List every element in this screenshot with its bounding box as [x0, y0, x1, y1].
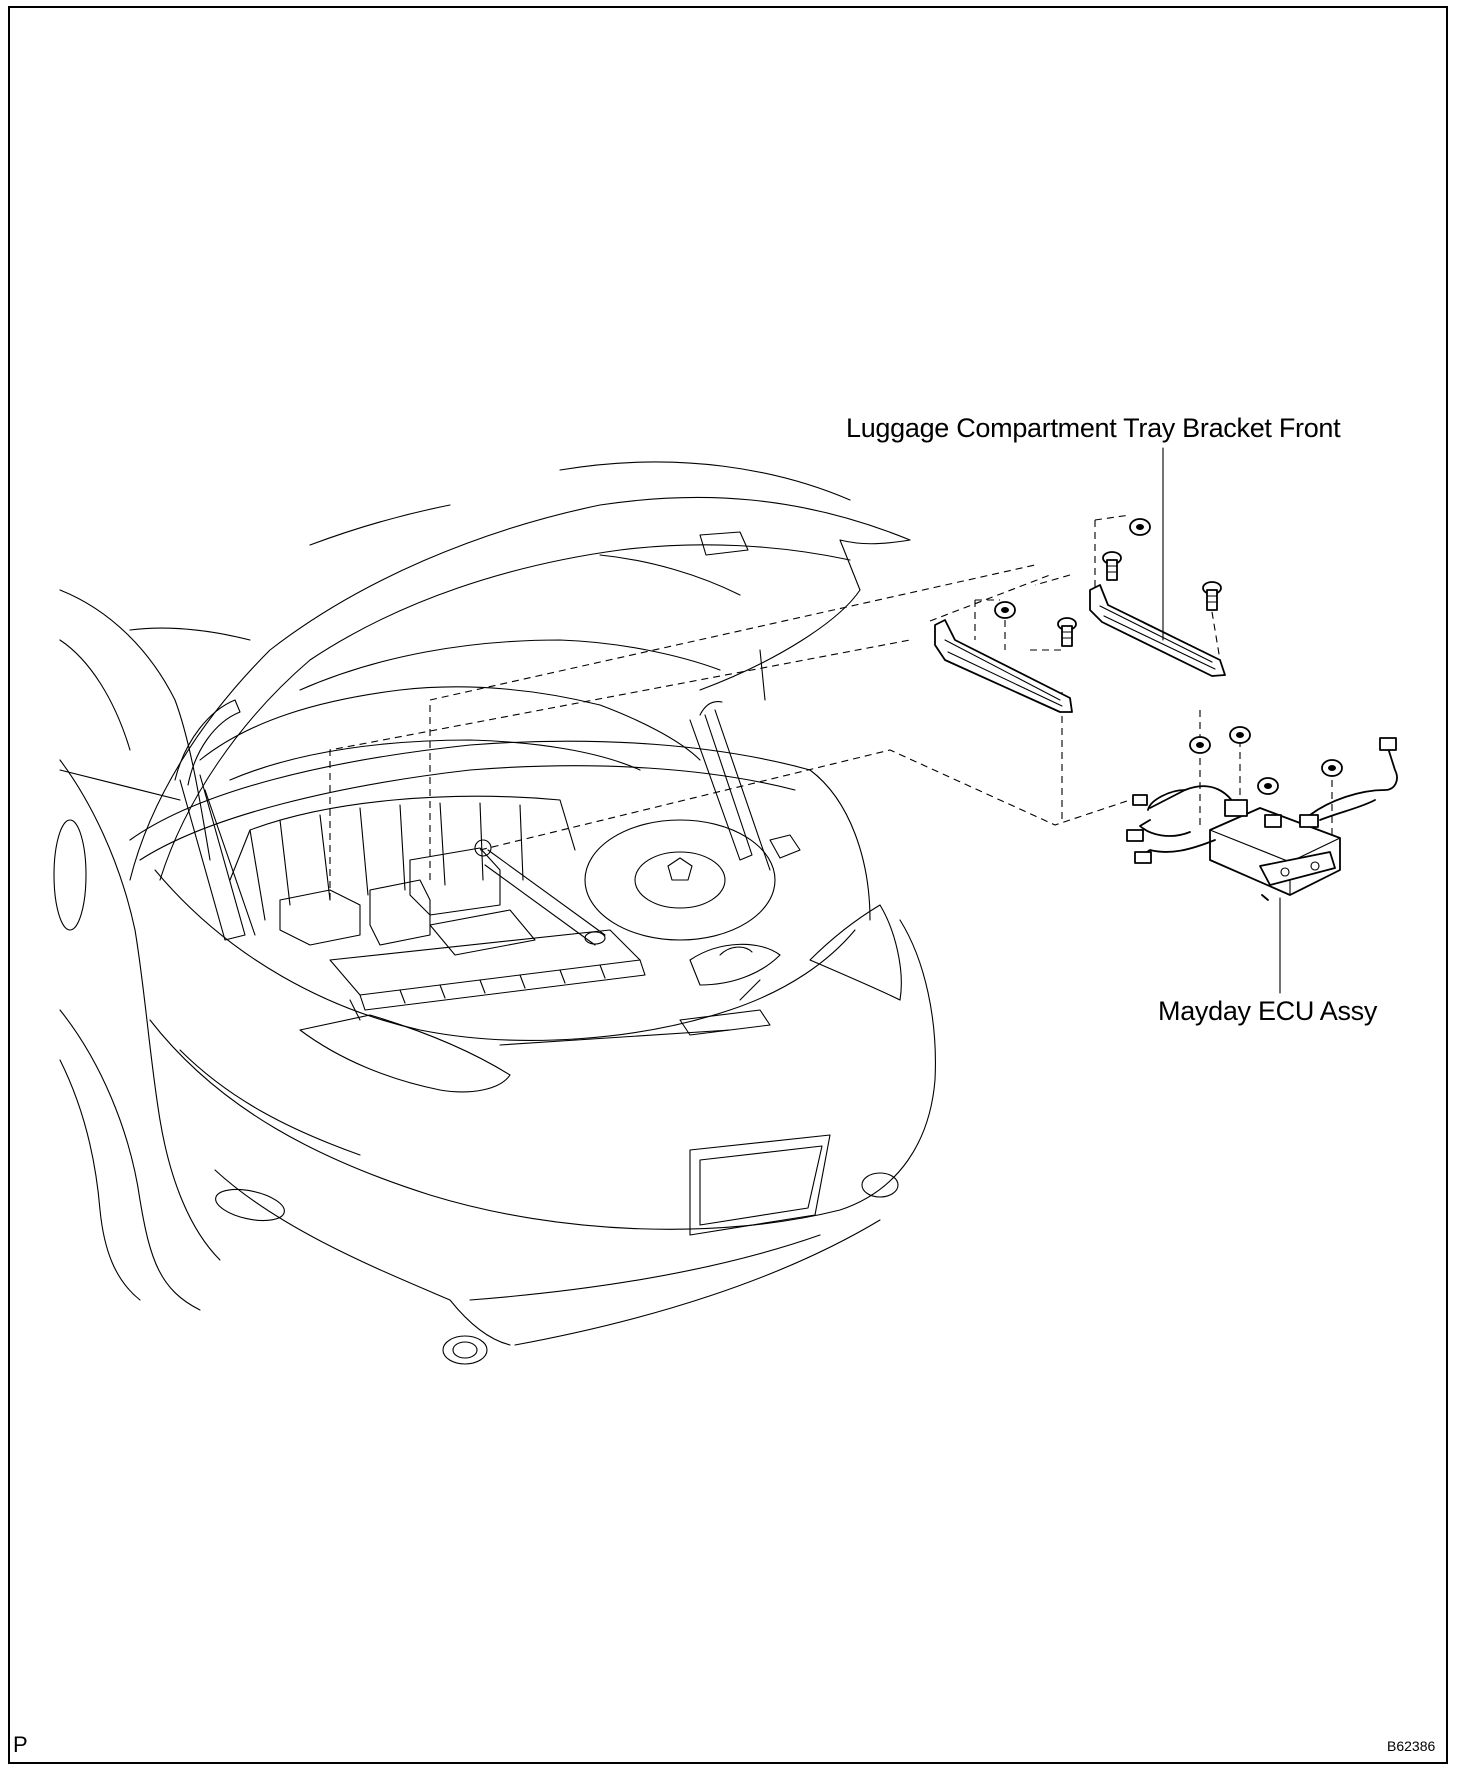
nut-icon	[1257, 777, 1279, 795]
diagram-frame	[8, 6, 1448, 1764]
bolt-icon	[1057, 617, 1077, 647]
nut-icon	[1321, 759, 1343, 777]
nut-icon	[1129, 518, 1151, 536]
nut-icon	[994, 601, 1016, 619]
tray-bracket-front	[1089, 584, 1226, 677]
label-tray-bracket-front: Luggage Compartment Tray Bracket Front	[846, 413, 1341, 443]
corner-code-left: P	[13, 1732, 28, 1757]
car-rear-body	[53, 589, 936, 1365]
bracket-fasteners	[994, 518, 1222, 647]
trunk-lid	[59, 461, 911, 881]
assembly-guide-lines	[329, 514, 1333, 900]
bolt-icon	[1202, 581, 1222, 611]
label-mayday-ecu-assy: Mayday ECU Assy	[1158, 996, 1378, 1026]
tray-bracket-rear	[934, 619, 1073, 713]
figure-reference-code: B62386	[1387, 1738, 1436, 1754]
nut-icon	[1189, 736, 1211, 754]
trunk-interior	[229, 795, 801, 1011]
nut-icon	[1229, 726, 1251, 744]
trunk-hinges	[174, 649, 771, 941]
mayday-ecu	[1126, 737, 1398, 901]
bolt-icon	[1102, 551, 1122, 581]
ecu-fasteners	[1189, 726, 1343, 795]
